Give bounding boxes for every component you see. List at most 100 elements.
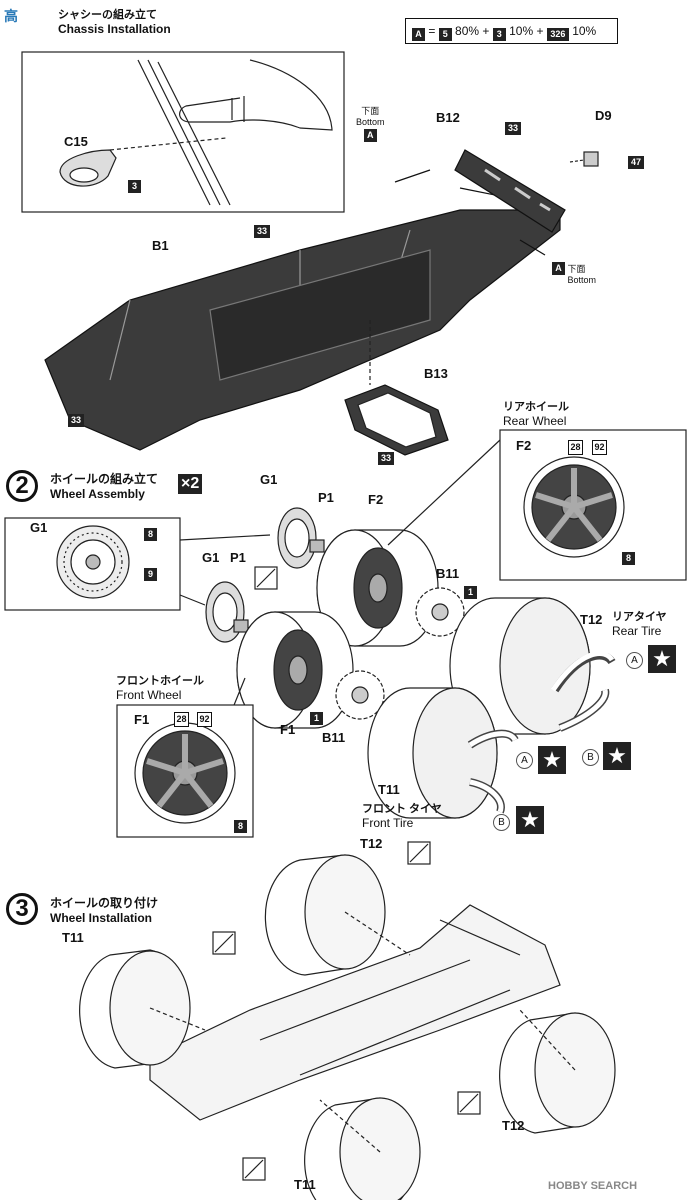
- step1-title-jp: シャシーの組み立て: [58, 9, 157, 21]
- frame-edge-lines: [137, 59, 231, 206]
- paint-mix-letter-a: A: [412, 28, 425, 41]
- marker-b-rear: B: [582, 749, 599, 766]
- step2-multiplier: ×2: [178, 474, 203, 494]
- d9-part-shape: [583, 151, 599, 167]
- color-code-g1-9: 9: [144, 568, 157, 581]
- marker-a-front: A: [516, 752, 533, 769]
- label-t11-upper: T11: [62, 930, 84, 945]
- label-b1: B1: [152, 238, 169, 253]
- step1-title-en: Chassis Installation: [58, 22, 171, 36]
- step2-title-en: Wheel Assembly: [50, 487, 145, 501]
- label-p1-lower: P1: [230, 550, 246, 565]
- star-box-a-front: ★: [538, 746, 566, 774]
- label-f2-inset: F2: [516, 438, 532, 453]
- color-code-f2-8: 8: [622, 552, 635, 565]
- star-box-a-rear: ★: [648, 645, 676, 673]
- star-box-b-front: ★: [516, 806, 544, 834]
- rear-tire-caption: リアタイヤ Rear Tire: [612, 608, 667, 638]
- hobby-logo-watermark: 高: [4, 6, 18, 26]
- color-code-b11-lower: 1: [310, 712, 323, 725]
- color-code-f2-92: 92: [592, 440, 607, 455]
- bottom-note-1: 下面 Bottom A: [356, 104, 385, 142]
- bottom-note-1-letter: A: [363, 129, 377, 142]
- color-code-b12: 33: [505, 122, 521, 135]
- label-f1: F1: [280, 722, 296, 737]
- marker-b-front: B: [493, 814, 510, 831]
- b12-part-shape: [454, 149, 566, 233]
- label-b13: B13: [424, 366, 448, 381]
- front-tire-en: Front Tire: [362, 816, 414, 830]
- label-t12: T12: [580, 612, 603, 627]
- step2-title: ホイールの組み立て Wheel Assembly: [50, 472, 158, 502]
- label-t12-lower: T12: [502, 1118, 525, 1133]
- paint-percent-3: 10%: [572, 24, 597, 38]
- label-g1-inset: G1: [30, 520, 48, 535]
- color-code-b11-upper: 1: [464, 586, 477, 599]
- paint-plus-2: +: [536, 24, 544, 38]
- step3-title-jp: ホイールの取り付け: [50, 896, 159, 910]
- bottom-note-2: A 下面 Bottom: [552, 262, 596, 285]
- label-p1-upper: P1: [318, 490, 334, 505]
- detail-inset-frame: [21, 51, 345, 213]
- color-code-f1-92: 92: [197, 712, 212, 727]
- label-c15: C15: [64, 134, 88, 149]
- step1-title: シャシーの組み立て Chassis Installation: [58, 6, 171, 36]
- paint-code-3: 326: [546, 28, 569, 41]
- label-b11-lower: B11: [322, 730, 346, 745]
- paint-code-1: 5: [438, 28, 452, 41]
- color-code-b1-a: 33: [254, 225, 270, 238]
- paint-mix-equals: =: [428, 24, 436, 38]
- step3-title: ホイールの取り付け Wheel Installation: [50, 896, 158, 926]
- front-tire-caption: フロント タイヤ Front Tire: [362, 800, 442, 830]
- bottom-note-2-letter: A: [552, 262, 565, 275]
- label-t12-upper: T12: [360, 836, 383, 851]
- step3-number: 3: [6, 893, 38, 925]
- hand-drawing: [179, 59, 333, 131]
- label-g1-upper: G1: [260, 472, 278, 487]
- color-code-g1-8: 8: [144, 528, 157, 541]
- bottom-note-1-jp: 下面: [361, 106, 380, 116]
- marker-a-rear: A: [626, 652, 643, 669]
- paint-mix-box: A = 5 80% + 3 10% + 326 10%: [405, 18, 618, 44]
- front-wheel-caption: フロントホイール Front Wheel: [116, 672, 204, 702]
- label-f1-inset: F1: [134, 712, 150, 727]
- label-t11: T11: [378, 782, 400, 797]
- p1-collar-upper: [309, 539, 325, 553]
- rear-tire-en: Rear Tire: [612, 624, 662, 638]
- color-code-b1-b: 33: [68, 414, 84, 427]
- paint-code-2: 3: [492, 28, 506, 41]
- step3-chassis-outline: [149, 904, 561, 1121]
- rear-wheel-en: Rear Wheel: [503, 414, 567, 428]
- label-b11-upper: B11: [436, 566, 460, 581]
- front-wheel-en: Front Wheel: [116, 688, 182, 702]
- color-code-b13: 33: [378, 452, 394, 465]
- step2-number: 2: [6, 470, 38, 502]
- front-wheel-jp: フロントホイール: [116, 675, 204, 687]
- paint-percent-2: 10%: [509, 24, 534, 38]
- front-tire-jp: フロント タイヤ: [362, 803, 442, 815]
- label-t11-lower: T11: [294, 1177, 316, 1192]
- logo-glyph: 高: [4, 8, 18, 24]
- label-d9: D9: [595, 108, 612, 123]
- color-code-f1-28: 28: [174, 712, 189, 727]
- color-code-f2-28: 28: [568, 440, 583, 455]
- step3-title-en: Wheel Installation: [50, 911, 153, 925]
- paint-plus-1: +: [482, 24, 490, 38]
- bottom-note-1-en: Bottom: [356, 117, 385, 127]
- rear-wheel-caption: リアホイール Rear Wheel: [503, 398, 569, 428]
- color-code-f1-8: 8: [234, 820, 247, 833]
- bottom-note-2-jp: 下面: [567, 264, 586, 274]
- label-f2: F2: [368, 492, 384, 507]
- label-b12: B12: [436, 110, 460, 125]
- bottom-note-2-en: Bottom: [567, 275, 597, 285]
- step2-title-jp: ホイールの組み立て: [50, 472, 159, 486]
- star-box-b-rear: ★: [603, 742, 631, 770]
- color-code-d9: 47: [628, 156, 644, 169]
- p1-collar-lower: [233, 619, 249, 633]
- label-g1-lower: G1: [202, 550, 220, 565]
- hobby-search-watermark: HOBBY SEARCH: [548, 1180, 638, 1192]
- rear-wheel-jp: リアホイール: [503, 401, 569, 413]
- rear-tire-jp: リアタイヤ: [612, 611, 667, 623]
- color-code-c15: 3: [128, 180, 141, 193]
